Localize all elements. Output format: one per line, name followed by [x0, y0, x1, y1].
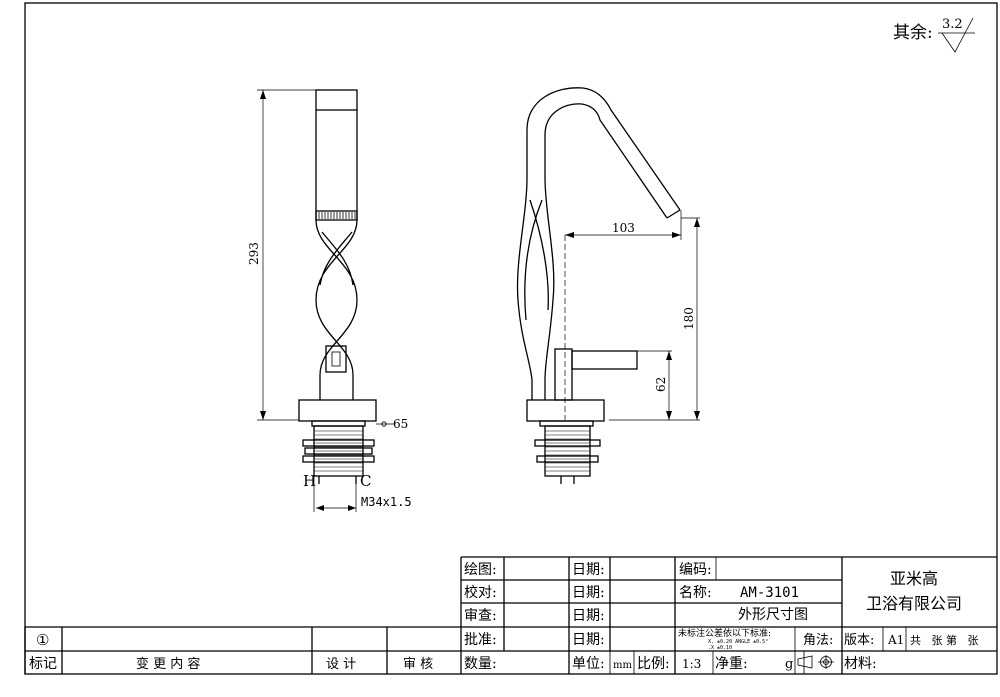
dim-height-total: 293 [247, 242, 261, 265]
draw-label: 绘图: [464, 562, 497, 578]
date-label-4: 日期: [572, 632, 605, 648]
name-label: 名称: [679, 585, 712, 601]
tolerance-row-1: X. ±0.20 ANGLE ±0.5° [708, 639, 768, 645]
angle-method-label: 角法: [803, 633, 833, 648]
roughness-icon [938, 17, 975, 53]
side-view: 103 180 62 [516, 87, 700, 484]
dim-spout-reach: 103 [612, 221, 635, 235]
title-block: ① 标记 变 更 内 容 设 计 审 核 绘图: 校对: 审查: 批准: 数量:… [24, 556, 997, 674]
surface-roughness-note: 其余: 3.2 [893, 17, 975, 53]
front-head [315, 89, 358, 111]
tolerance-row-2: .X ±0.10 [708, 645, 732, 651]
weight-unit: g [785, 657, 793, 672]
revision-number: ① [36, 631, 49, 649]
port-hot-label: H [303, 472, 316, 490]
dim-thread: M34x1.5 [361, 495, 412, 509]
revision-design-label: 设 计 [326, 657, 356, 672]
roughness-value: 3.2 [942, 17, 963, 32]
code-label: 编码: [679, 562, 712, 578]
scale-label: 比例: [637, 656, 670, 672]
side-twist-body [516, 177, 555, 400]
dim-handle-height: 62 [654, 377, 668, 392]
version-label: 版本: [844, 633, 874, 648]
dim-spout-height: 180 [682, 307, 696, 330]
drawing-title: 外形尺寸图 [738, 607, 808, 623]
company-name-line-2: 卫浴有限公司 [866, 594, 962, 613]
quantity-label: 数量: [464, 656, 497, 672]
front-aerator [315, 210, 358, 221]
port-cold-label: C [360, 472, 371, 490]
scale-value: 1:3 [682, 657, 701, 671]
material-label: 材料: [844, 656, 877, 672]
unit-label: 单位: [572, 656, 605, 672]
date-label-3: 日期: [572, 608, 605, 624]
drawing-frame [24, 2, 998, 675]
company-name-line-1: 亚米高 [890, 569, 938, 588]
revision-content-label: 变 更 内 容 [136, 656, 200, 672]
side-spout [526, 87, 681, 219]
side-handle-stem [554, 348, 573, 401]
revision-mark-label: 标记 [29, 656, 57, 672]
unit-value: mm [613, 660, 632, 671]
roughness-label: 其余: [893, 23, 933, 43]
approve-label: 批准: [464, 632, 497, 648]
date-label-2: 日期: [572, 585, 605, 601]
front-handle [325, 345, 347, 373]
tolerance-heading: 未标注公差依以下标准: [678, 627, 771, 639]
check-label: 校对: [464, 584, 497, 601]
front-view: H C 293 65 M34x1.5 [247, 89, 412, 512]
version-value: A1 [887, 633, 904, 647]
revision-audit-label: 审 核 [403, 657, 433, 672]
diameter-icon [381, 421, 387, 427]
front-twist-body [315, 219, 358, 400]
review-label: 审查: [464, 608, 497, 624]
weight-label: 净重: [715, 656, 748, 672]
date-label-1: 日期: [572, 562, 605, 578]
projection-symbol-icon [797, 655, 834, 669]
side-base [526, 399, 605, 422]
model-number: AM-3101 [740, 585, 799, 601]
sheet-count: 共 张 第 张 [910, 633, 978, 647]
side-handle-lever [571, 350, 638, 370]
dim-base-width: 65 [393, 417, 408, 431]
front-base [298, 399, 377, 422]
